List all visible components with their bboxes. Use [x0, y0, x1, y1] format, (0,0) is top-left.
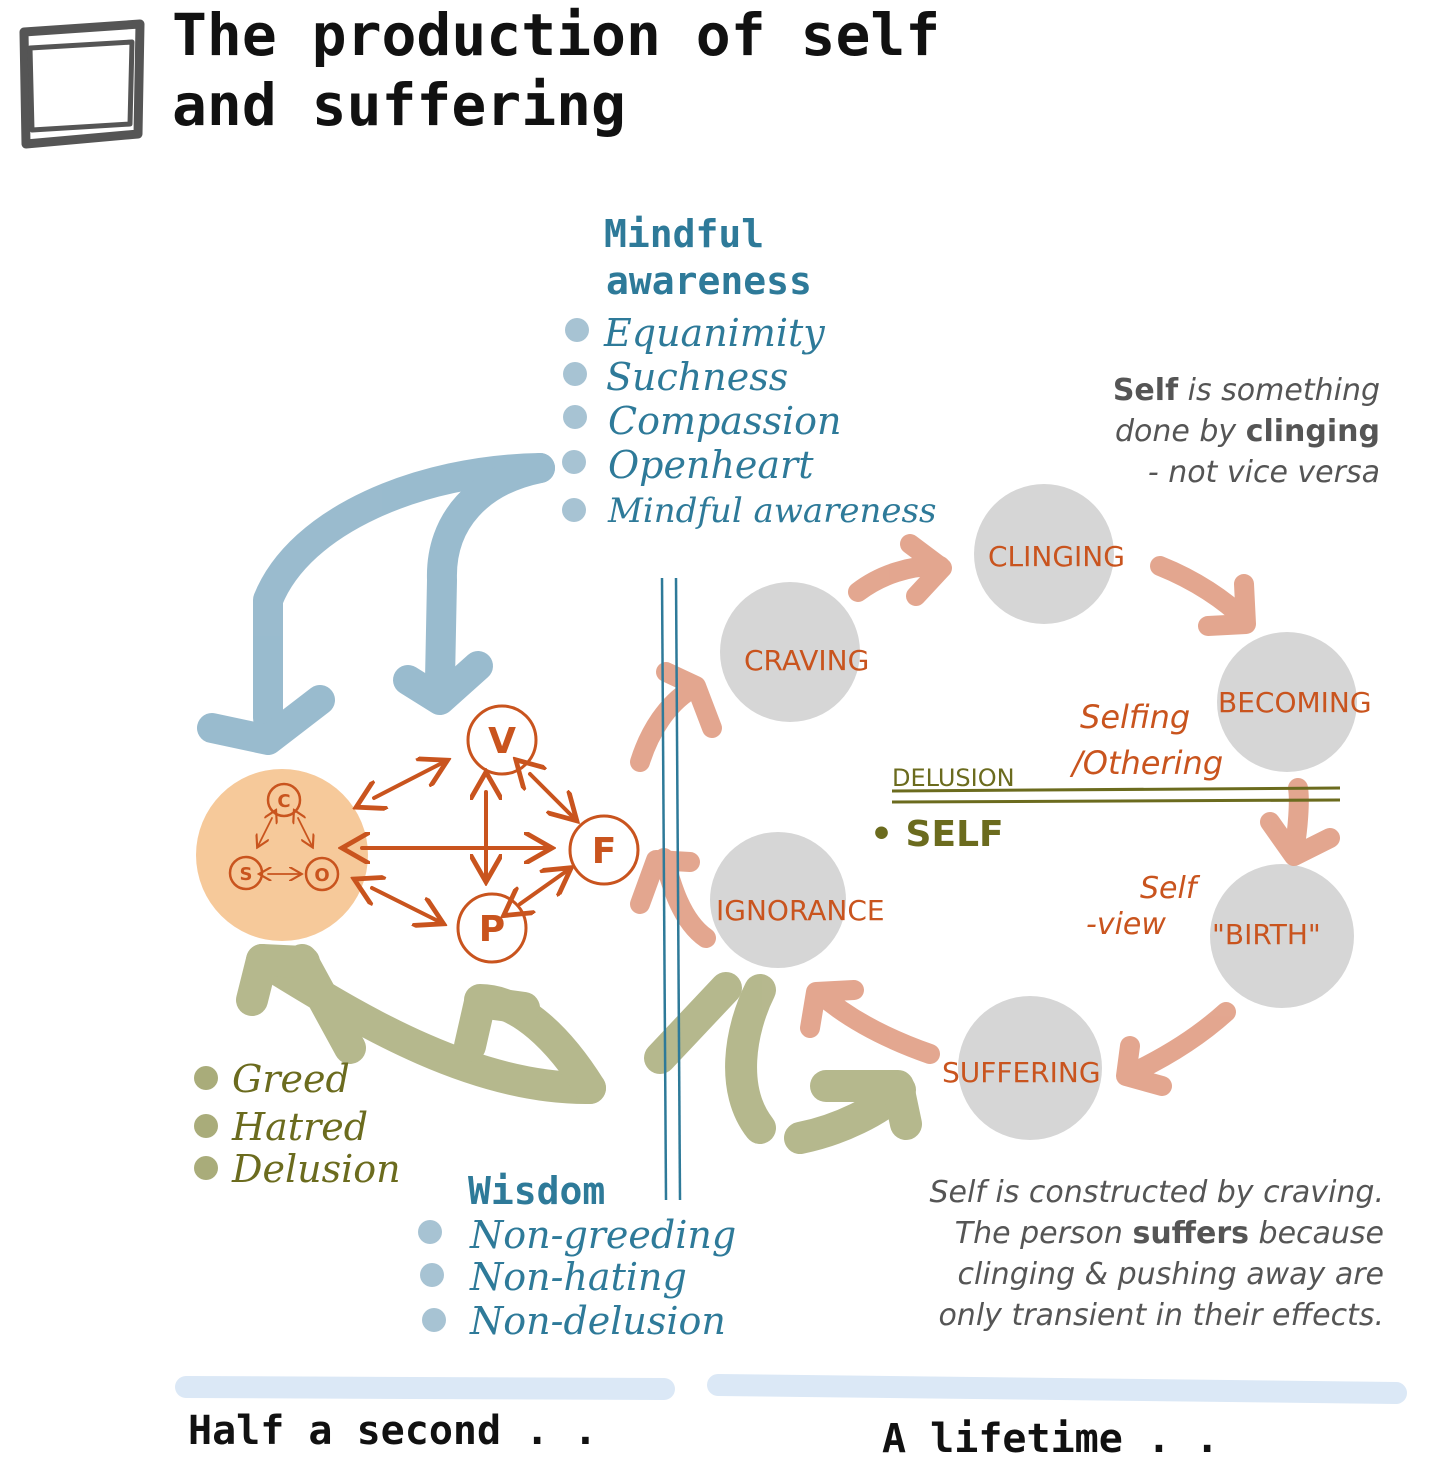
olive-arrows — [236, 944, 922, 1154]
wisdom-item-non-hating: Non-hating — [469, 1255, 687, 1299]
cycle-circles — [710, 484, 1357, 1140]
suffering-label: SUFFERING — [942, 1056, 1101, 1089]
craving-label: CRAVING — [744, 644, 869, 677]
clinging-circle — [974, 484, 1114, 624]
note-segment: clinging — [1245, 414, 1380, 449]
note-bottom-line: The person suffers because — [824, 1213, 1384, 1254]
v-node-circle — [466, 704, 538, 776]
f-node-circle — [568, 814, 640, 886]
note-segment: - not vice versa — [1147, 455, 1380, 490]
note-segment: done by — [1114, 414, 1246, 449]
mindful-heading-line1: Mindful — [604, 212, 764, 256]
ignorance-label: IGNORANCE — [716, 894, 885, 927]
cso-circle — [196, 769, 368, 941]
poison-item-greed: Greed — [232, 1057, 350, 1101]
selfing-label-line1: Selfing — [1080, 698, 1190, 736]
o-node-label: O — [314, 865, 329, 886]
mindful-heading-line2: awareness — [606, 259, 812, 303]
connection-arrows — [362, 762, 574, 922]
note-segment: is something — [1178, 373, 1380, 408]
wisdom-bullets — [418, 1220, 446, 1332]
vpf-node-circles — [456, 704, 640, 964]
page-title: The production of self and suffering — [172, 0, 940, 140]
becoming-label: BECOMING — [1218, 686, 1372, 719]
poison-item-hatred: Hatred — [231, 1105, 368, 1149]
note-bottom: Self is constructed by craving.The perso… — [824, 1172, 1384, 1336]
p-node-circle — [456, 892, 528, 964]
page-title-line1: The production of self — [172, 1, 941, 69]
note-segment: only transient in their effects. — [938, 1298, 1384, 1333]
mindful-bullets — [562, 318, 589, 522]
timeline-bar-right — [707, 1374, 1407, 1404]
note-bottom-line: Self is constructed by craving. — [824, 1172, 1384, 1213]
craving-circle — [720, 582, 860, 722]
ignorance-circle — [710, 832, 846, 968]
note-bottom-line: clinging & pushing away are — [824, 1254, 1384, 1295]
clinging-label: CLINGING — [988, 540, 1125, 573]
note-bottom-line: only transient in their effects. — [824, 1295, 1384, 1336]
selfing-label-line2: /Othering — [1069, 744, 1223, 782]
cycle-arrows — [630, 534, 1340, 1096]
self-view-label-line1: Self — [1140, 871, 1201, 906]
mindful-item-compassion: Compassion — [608, 399, 841, 443]
timescale-left-label: Half a second . . — [188, 1408, 598, 1454]
divider-line — [660, 577, 682, 1201]
mindful-item-openheart: Openheart — [608, 443, 814, 487]
notebook-icon — [19, 19, 145, 149]
note-segment: because — [1248, 1216, 1384, 1251]
blue-arrows — [197, 453, 555, 755]
note-segment: clinging & pushing away are — [957, 1257, 1384, 1292]
note-top-line: Self is something — [980, 370, 1380, 411]
o-node-circle — [304, 856, 340, 892]
suffering-circle — [958, 996, 1102, 1140]
p-node-label: P — [479, 909, 505, 950]
mindful-item-mindful-awareness: Mindful awareness — [607, 491, 936, 531]
note-top-line: done by clinging — [980, 411, 1380, 452]
birth-circle — [1210, 864, 1354, 1008]
delusion-lines — [891, 786, 1341, 804]
delusion-label: DELUSION — [892, 764, 1015, 792]
poison-item-delusion: Delusion — [231, 1147, 401, 1191]
note-segment: suffers — [1132, 1216, 1249, 1251]
mindful-item-mindful-awareness-text: Mindful awareness — [607, 491, 936, 531]
cso-mini-arrows — [258, 818, 312, 874]
becoming-circle — [1217, 632, 1357, 772]
v-node-label: V — [488, 721, 516, 762]
c-node-circle — [266, 782, 302, 818]
note-top-line: - not vice versa — [980, 452, 1380, 493]
mindful-item-equanimity: Equanimity — [603, 311, 825, 355]
timescale-right-label: A lifetime . . — [882, 1416, 1220, 1462]
wisdom-item-non-delusion: Non-delusion — [469, 1299, 726, 1343]
poison-bullets — [194, 1066, 218, 1180]
timeline-bar-left — [175, 1376, 675, 1400]
note-segment: The person — [954, 1216, 1133, 1251]
c-node-label: C — [277, 791, 290, 812]
self-view-label-line2: -view — [1086, 907, 1166, 942]
mindful-item-suchness: Suchness — [606, 355, 788, 399]
page-title-line2: and suffering — [172, 71, 626, 139]
wisdom-item-non-greeding: Non-greeding — [469, 1213, 736, 1257]
note-segment: Self is constructed by craving. — [929, 1175, 1384, 1210]
birth-label: "BIRTH" — [1212, 918, 1321, 951]
note-segment: Self — [1112, 373, 1179, 408]
s-node-label: S — [240, 864, 253, 885]
wisdom-heading: Wisdom — [468, 1169, 605, 1213]
self-label: • SELF — [870, 814, 1004, 855]
f-node-label: F — [592, 831, 617, 872]
